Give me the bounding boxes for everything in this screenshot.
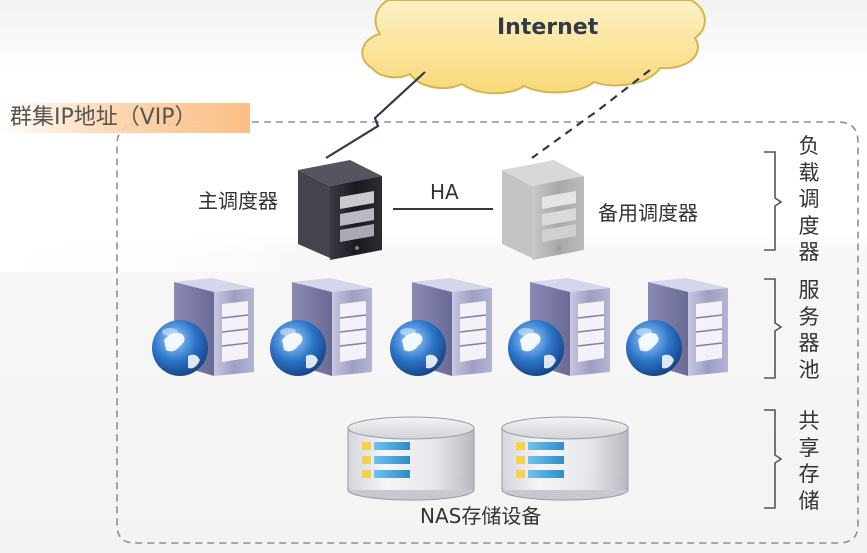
ha-label: HA bbox=[430, 180, 459, 204]
internet-cloud-icon bbox=[361, 0, 706, 95]
web-server-icon bbox=[390, 278, 492, 376]
web-server-icon bbox=[152, 278, 254, 376]
side-brackets bbox=[764, 151, 783, 509]
cluster-boundary bbox=[116, 121, 859, 544]
storage-disk-icon bbox=[347, 416, 475, 501]
primary-scheduler-server-icon bbox=[298, 160, 382, 260]
vip-label: 群集IP地址（VIP） bbox=[0, 103, 250, 133]
backup-scheduler-label: 备用调度器 bbox=[598, 201, 698, 225]
backup-scheduler-server-icon bbox=[502, 160, 584, 260]
internet-label: Internet bbox=[497, 15, 599, 40]
shared-storage-group-label: 共享存储 bbox=[798, 409, 820, 513]
web-server-icon bbox=[270, 278, 372, 376]
nas-storage-label: NAS存储设备 bbox=[420, 504, 542, 528]
server-pool-group-label: 服务器池 bbox=[798, 278, 820, 382]
primary-scheduler-label: 主调度器 bbox=[198, 189, 278, 213]
background-highlight-band bbox=[0, 232, 300, 272]
web-server-icon bbox=[508, 278, 610, 376]
storage-disk-icon bbox=[501, 416, 629, 501]
web-server-icon bbox=[626, 278, 728, 376]
server-pool bbox=[152, 278, 728, 376]
internet-links bbox=[325, 69, 651, 159]
load-balancer-group-label: 负载调度器 bbox=[798, 134, 820, 264]
